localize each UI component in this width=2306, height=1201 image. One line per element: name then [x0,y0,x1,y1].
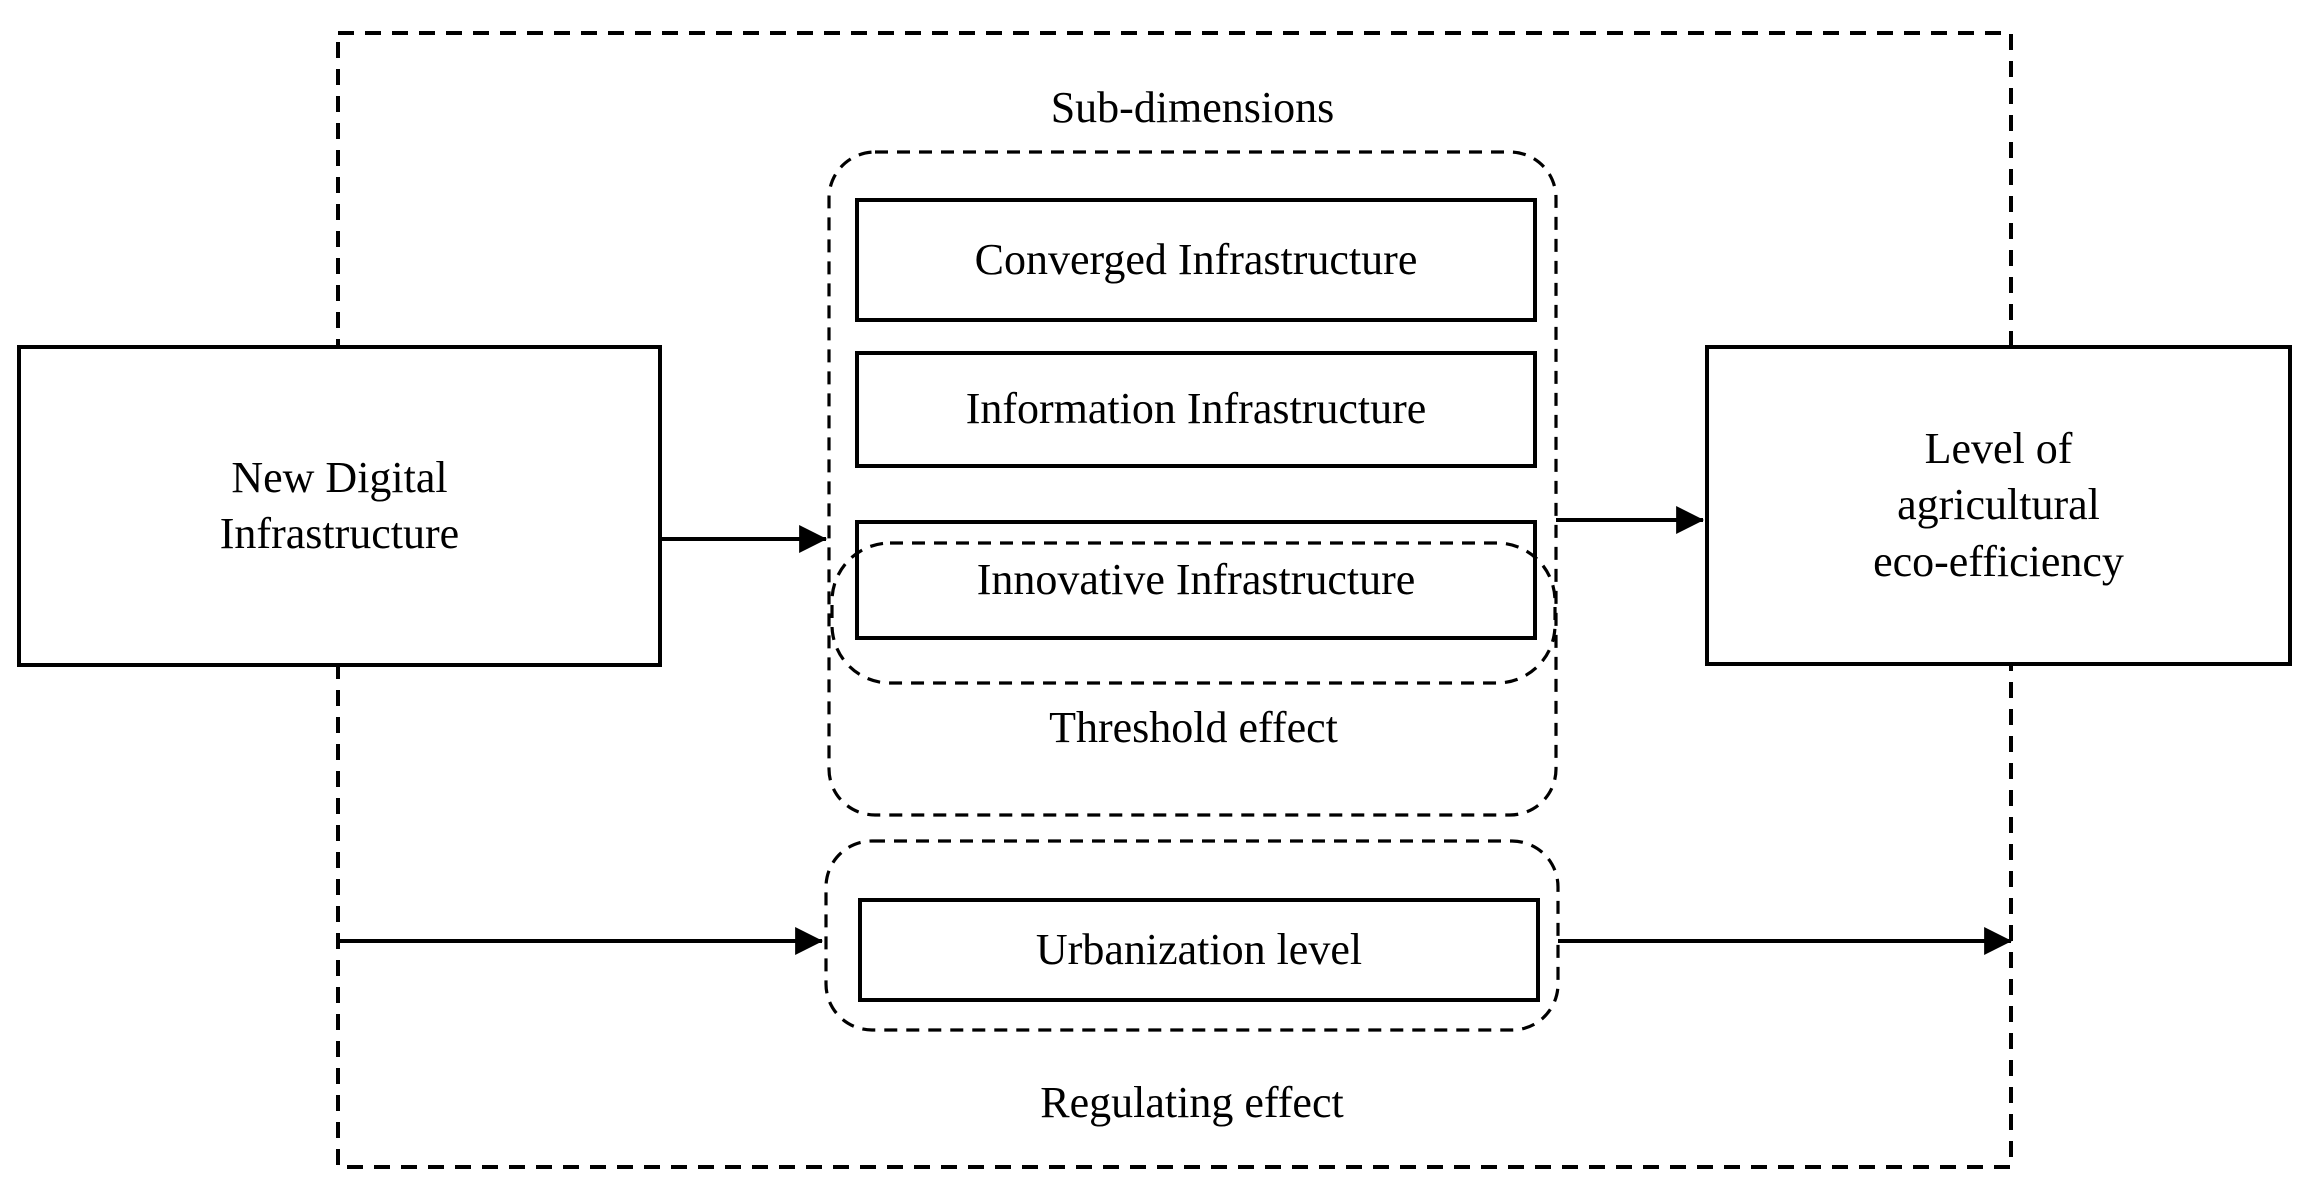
subdimension-box-1 [855,198,1537,322]
sub-dimensions-group-outline [827,150,1558,817]
outcome-node-box [1705,345,2292,666]
source-node-box [17,345,662,667]
subdimension-box-3 [855,520,1537,640]
threshold-group-outline [830,541,1557,685]
urbanization-box [858,898,1540,1002]
subdimension-box-2 [855,351,1537,468]
regulating-group-outline [824,839,1560,1032]
